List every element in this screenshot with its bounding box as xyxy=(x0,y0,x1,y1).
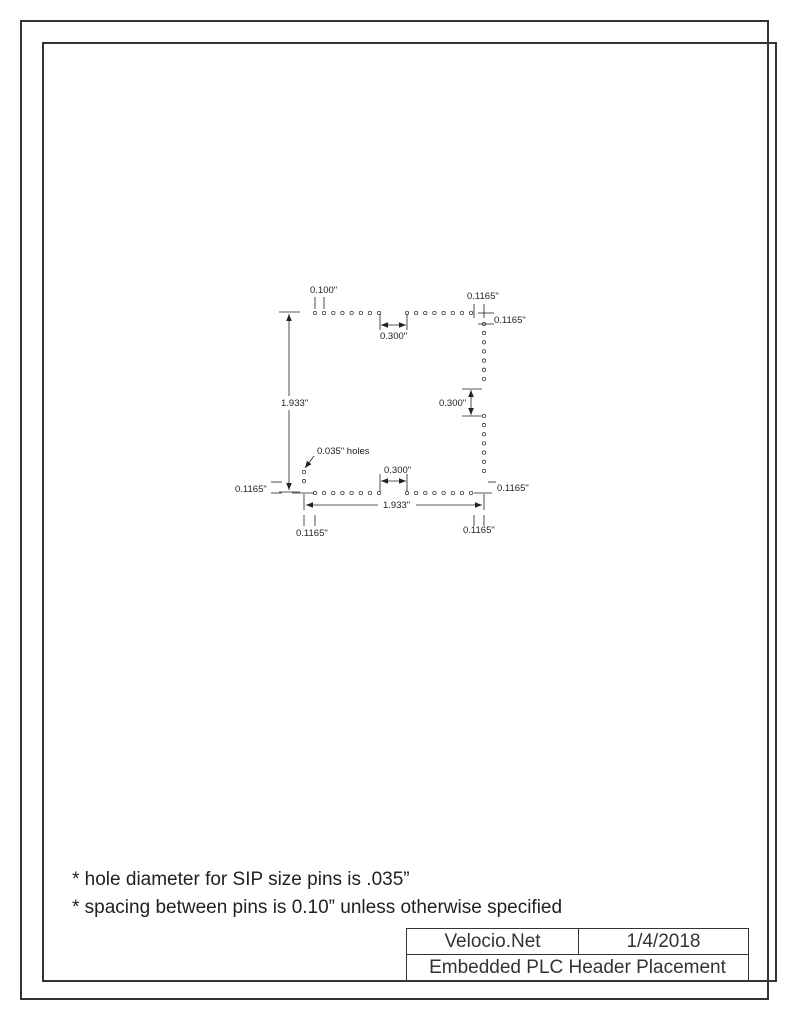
pin-hole xyxy=(481,413,487,419)
bottom-right-y-offset-label: 0.1165" xyxy=(497,483,529,494)
pin-hole xyxy=(459,490,464,496)
pin-hole xyxy=(414,490,419,496)
pin-hole xyxy=(367,490,372,496)
dimension-labels: 0.100" 0.300" 0.1165" 0.1165" 0.300" 1.9… xyxy=(235,285,529,539)
pin-hole xyxy=(423,310,428,316)
pin-hole xyxy=(349,310,354,316)
pin-hole xyxy=(441,310,446,316)
pin-hole xyxy=(481,432,487,437)
title-block-top-row: Velocio.Net 1/4/2018 xyxy=(407,929,748,955)
width-label: 1.933" xyxy=(383,500,410,511)
hole-callout-label: 0.035" holes xyxy=(317,446,370,457)
bottom-left-y-offset-label: 0.1165" xyxy=(235,484,267,495)
drawing-date: 1/4/2018 xyxy=(626,930,701,952)
pin-hole xyxy=(358,490,363,496)
pin-hole xyxy=(481,331,487,336)
title-block-bottom-row: Embedded PLC Header Placement xyxy=(407,955,748,981)
pin-hole xyxy=(469,310,474,316)
pin-hole xyxy=(481,441,487,446)
sheet-outer-border xyxy=(20,20,769,1000)
top-gap-label: 0.300" xyxy=(380,331,407,342)
pin-hole xyxy=(414,310,419,316)
pin-hole xyxy=(377,310,382,316)
pin-hole xyxy=(331,310,336,316)
pin-hole xyxy=(459,310,464,316)
pin-hole xyxy=(432,490,437,496)
pin-hole xyxy=(481,367,487,372)
bottom-gap-label: 0.300" xyxy=(384,465,411,476)
pin-hole xyxy=(340,310,345,316)
drawing-title: Embedded PLC Header Placement xyxy=(429,957,726,978)
top-right-x-offset-label: 0.1165" xyxy=(467,291,499,302)
bottom-right-x-offset-label: 0.1165" xyxy=(463,525,495,536)
pin-hole xyxy=(423,490,428,496)
pin-hole xyxy=(450,310,455,316)
pin-hole xyxy=(450,490,455,496)
pin-hole xyxy=(331,490,336,496)
pin-hole xyxy=(481,340,487,345)
right-gap-label: 0.300" xyxy=(439,398,466,409)
pin-hole xyxy=(469,490,474,496)
pin-hole xyxy=(340,490,345,496)
pin-hole xyxy=(481,349,487,354)
pin-hole xyxy=(312,310,318,316)
pin-hole xyxy=(358,310,363,316)
pin-hole xyxy=(322,310,327,316)
pin-hole xyxy=(301,479,307,484)
height-label: 1.933" xyxy=(281,398,308,409)
top-right-y-offset-label: 0.1165" xyxy=(494,315,526,326)
pin-hole xyxy=(441,490,446,496)
pin-hole xyxy=(481,459,487,464)
pin-pitch-label: 0.100" xyxy=(310,285,337,296)
pin-hole xyxy=(481,450,487,455)
hole-leader xyxy=(304,455,315,469)
pin-hole xyxy=(349,490,354,496)
dimension-lines xyxy=(271,297,496,526)
pin-hole xyxy=(481,423,487,428)
pin-hole xyxy=(377,490,382,496)
pin-hole xyxy=(481,468,487,473)
company-name: Velocio.Net xyxy=(407,929,579,954)
pin-hole xyxy=(322,490,327,496)
bottom-left-x-offset-label: 0.1165" xyxy=(296,528,328,539)
note-pin-spacing: * spacing between pins is 0.10” unless o… xyxy=(72,897,563,918)
pin-hole xyxy=(481,358,487,363)
pin-hole xyxy=(367,310,372,316)
title-block: Velocio.Net 1/4/2018 Embedded PLC Header… xyxy=(406,928,749,982)
pin-hole xyxy=(481,376,487,381)
note-hole-diameter: * hole diameter for SIP size pins is .03… xyxy=(72,869,410,890)
pin-hole xyxy=(301,469,307,475)
pin-hole xyxy=(432,310,437,316)
